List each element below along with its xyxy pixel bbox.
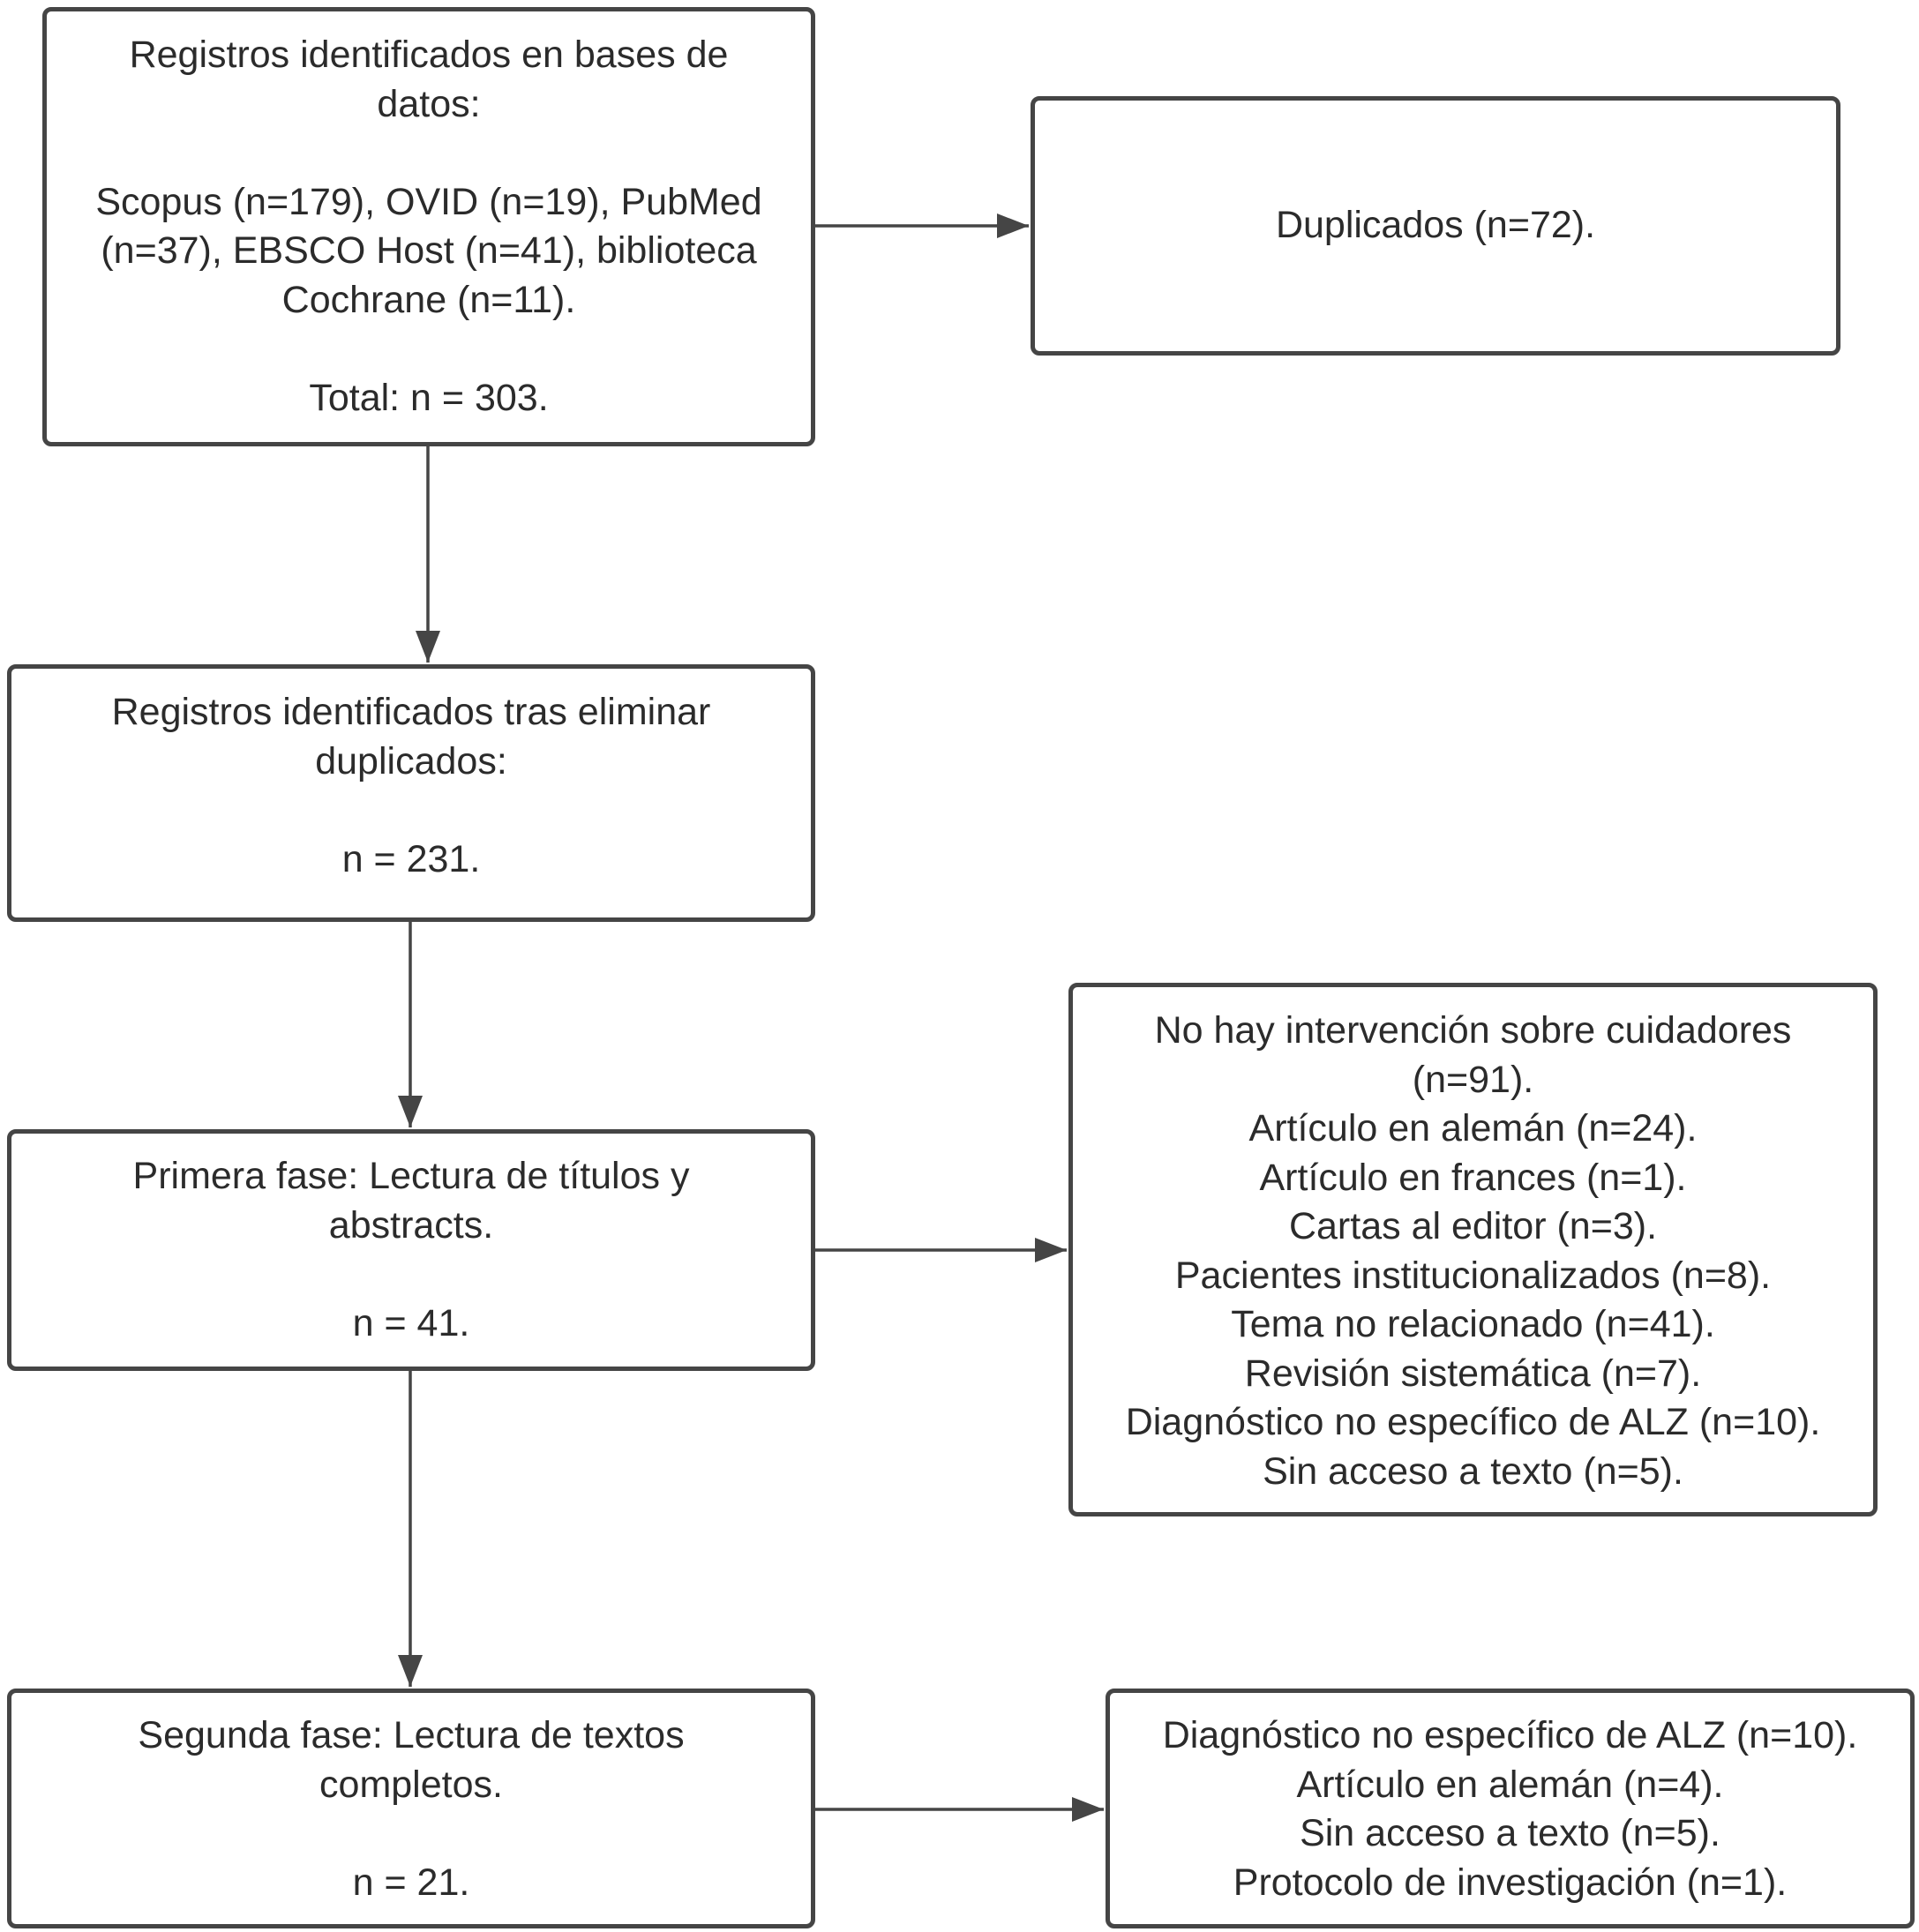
phase2-fulltext-box: Segunda fase: Lectura de textos completos… <box>7 1689 815 1928</box>
box-text-line: duplicados: <box>315 739 507 783</box>
box-text-line: Pacientes institucionalizados (n=8). <box>1174 1254 1772 1297</box>
duplicates-box: Duplicados (n=72). <box>1031 96 1840 356</box>
box-text-line: completos. <box>319 1763 503 1806</box>
box-text-line: Scopus (n=179), OVID (n=19), PubMed <box>95 180 762 223</box>
box-text-line: Artículo en alemán (n=24). <box>1248 1107 1698 1149</box>
box-text-line: Tema no relacionado (n=41). <box>1231 1303 1715 1345</box>
box-text-line: (n=37), EBSCO Host (n=41), biblioteca <box>101 229 757 272</box>
box-text-line: Registros identificados en bases de <box>129 34 729 76</box>
box-text-line: Cartas al editor (n=3). <box>1288 1205 1658 1247</box>
phase1-exclusions-box: No hay intervención sobre cuidadores (n=9… <box>1068 983 1878 1516</box>
box-text-line: Artículo en frances (n=1). <box>1259 1156 1687 1199</box>
box-text-line: Artículo en alemán (n=4). <box>1296 1763 1724 1806</box>
box-text-line: datos: <box>377 82 481 125</box>
box-text-line: Protocolo de investigación (n=1). <box>1233 1861 1788 1904</box>
records-after-duplicates-box: Registros identificados tras eliminar dup… <box>7 664 815 922</box>
box-text-line: Cochrane (n=11). <box>281 278 576 321</box>
box-text-line: Segunda fase: Lectura de textos <box>138 1714 685 1756</box>
box-text-line: Sin acceso a texto (n=5). <box>1300 1812 1720 1854</box>
box-text-line: abstracts. <box>328 1203 494 1247</box>
box-text-line: Total: n = 303. <box>309 376 549 419</box>
records-identified-box: Registros identificados en bases de datos… <box>42 7 815 446</box>
box-text-line: n = 231. <box>341 837 481 880</box>
box-text-line: Revisión sistemática (n=7). <box>1244 1352 1702 1395</box>
phase1-screening-box: Primera fase: Lectura de títulos y abstra… <box>7 1129 815 1371</box>
phase2-exclusions-box: Diagnóstico no específico de ALZ (n=10).… <box>1106 1689 1915 1928</box>
box-text-line: Diagnóstico no específico de ALZ (n=10). <box>1162 1714 1858 1756</box>
box-text-line: Sin acceso a texto (n=5). <box>1263 1449 1683 1493</box>
box-text-line: Primera fase: Lectura de títulos y <box>132 1155 690 1197</box>
box-text-line: Duplicados (n=72). <box>1275 204 1596 247</box>
box-text-line: No hay intervención sobre cuidadores <box>1154 1009 1792 1052</box>
box-text-line: (n=91). <box>1412 1058 1534 1101</box>
box-text-line: n = 21. <box>352 1861 470 1904</box>
box-text-line: Diagnóstico no específico de ALZ (n=10). <box>1125 1401 1821 1443</box>
box-text-line: n = 41. <box>352 1301 470 1344</box>
box-text-line: Registros identificados tras eliminar <box>111 691 711 733</box>
